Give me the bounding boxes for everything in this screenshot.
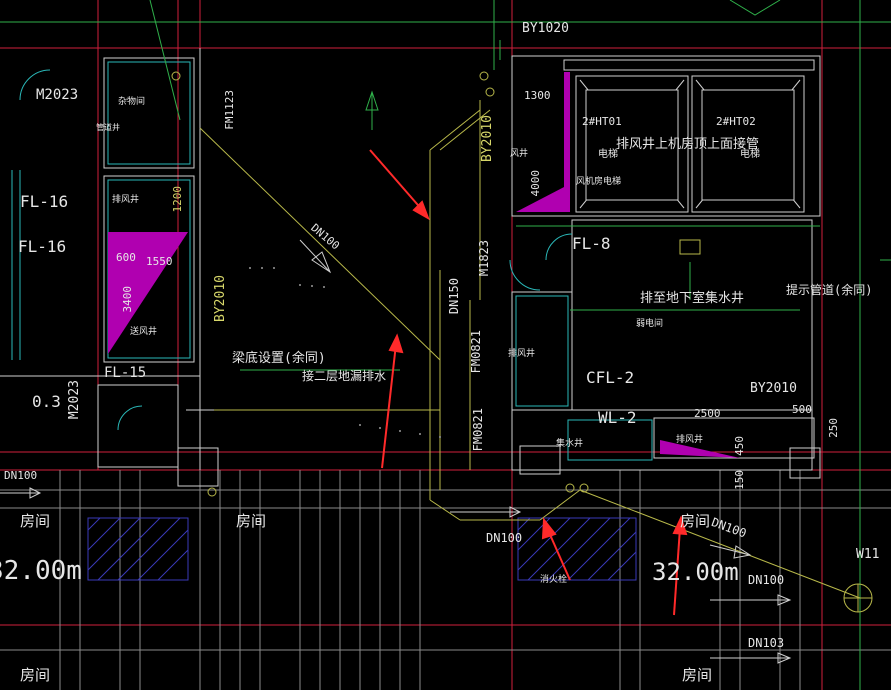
pipe-risers	[171, 71, 873, 613]
label-dn100-d: DN100	[748, 573, 785, 587]
note-beam-bottom: 梁底设置(余同)	[232, 351, 326, 366]
label-shaft-e: 排风井	[508, 349, 536, 359]
label-elev-b: 电梯	[740, 149, 760, 160]
label-by1020: BY1020	[522, 21, 569, 36]
dim-2500: 2500	[694, 407, 721, 420]
label-shaft-c: 送风井	[130, 327, 158, 337]
label-fm1123: FM1123	[223, 90, 236, 130]
label-weak: 弱电间	[636, 319, 664, 329]
label-fm0821-a: FM0821	[469, 330, 483, 374]
label-by2010-right: BY2010	[750, 381, 797, 396]
note-hint: 提示管道(余同)	[786, 283, 873, 297]
label-fl16-b: FL-16	[18, 237, 67, 256]
label-ht01: 2#HT01	[582, 115, 622, 128]
label-shaft-a: 排风井	[676, 435, 704, 445]
label-dn103: DN103	[748, 636, 785, 650]
dim-600: 600	[116, 251, 136, 264]
label-room-small: 杂物间	[118, 97, 146, 107]
dim-3400: 3400	[121, 286, 134, 313]
label-cfl2: CFL-2	[586, 368, 635, 387]
label-dn100-b: DN100	[486, 531, 523, 545]
pipes	[199, 100, 861, 599]
dim-500: 500	[792, 403, 812, 416]
magenta-fills	[108, 72, 740, 458]
label-room-c: 房间	[680, 512, 711, 530]
label-ht02: 2#HT02	[716, 115, 756, 128]
dim-1200: 1200	[171, 186, 184, 213]
annotation-arrows	[369, 149, 688, 616]
label-level-a: 32.00m	[0, 556, 82, 586]
label-level-b: 32.00m	[652, 558, 739, 586]
elevator-cross	[579, 79, 801, 209]
label-fl15: FL-15	[104, 365, 147, 381]
label-shaft-d: 风井	[510, 149, 529, 159]
label-fm0821-b: FM0821	[471, 408, 485, 452]
label-fl8: FL-8	[572, 234, 611, 253]
flow-arrows	[0, 239, 792, 664]
dotted-line	[249, 267, 441, 438]
label-dn150: DN150	[447, 278, 461, 315]
label-m2023-left: M2023	[67, 380, 82, 420]
dim-4000: 4000	[529, 170, 542, 197]
dim-250: 250	[827, 418, 840, 438]
label-shaft-b: 排风井	[112, 195, 140, 205]
dim-0-3: 0.3	[32, 392, 61, 411]
label-m2023-top: M2023	[36, 87, 79, 103]
label-elev-a: 电梯	[598, 149, 618, 160]
floor-hatch	[0, 470, 891, 690]
dim-1550: 1550	[146, 255, 173, 268]
column-hatch	[87, 517, 637, 581]
dim-450: 450	[733, 436, 746, 456]
label-wl2: WL-2	[598, 408, 637, 427]
label-by2010-top: BY2010	[480, 115, 495, 162]
label-room-e: 房间	[682, 666, 713, 684]
dim-1300: 1300	[524, 89, 551, 102]
label-room-a: 房间	[20, 512, 51, 530]
label-fan-room: 风机房电梯	[576, 177, 622, 187]
label-fl16-a: FL-16	[20, 192, 69, 211]
dim-150: 150	[733, 470, 746, 490]
note-fan-connection: 排风井上机房顶上面接管	[616, 137, 760, 152]
label-m1823: M1823	[477, 240, 491, 277]
label-dn100-left: DN100	[4, 469, 38, 482]
label-fire-box: 消火栓	[540, 575, 568, 585]
label-w11: W11	[856, 547, 880, 562]
note-floor-drain: 接二层地漏排水	[302, 369, 387, 383]
label-pump: 集水井	[556, 439, 584, 449]
label-room-small2: 管道井	[96, 123, 120, 132]
label-room-b: 房间	[236, 512, 267, 530]
label-by2010-left: BY2010	[213, 275, 228, 322]
note-sump: 排至地下室集水井	[640, 291, 745, 306]
walls	[0, 48, 821, 487]
cyan-frames	[11, 61, 653, 461]
label-room-d: 房间	[20, 666, 51, 684]
